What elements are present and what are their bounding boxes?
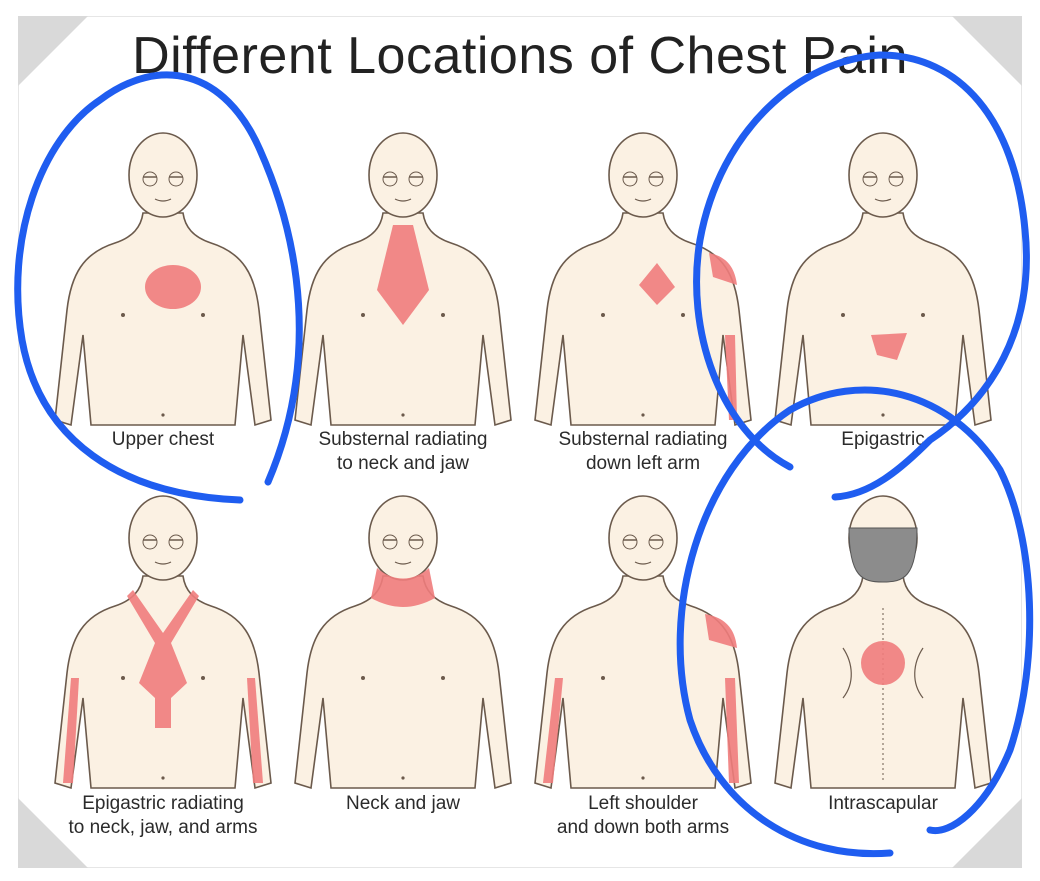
panel-label-shoulder-arms: Left shoulder and down both arms [523, 792, 763, 840]
navel [401, 776, 405, 780]
pain-area-left-arm [725, 335, 737, 420]
mouth [634, 561, 652, 565]
right-lens [648, 534, 664, 550]
panel-label-epigastric: Epigastric [763, 428, 1003, 452]
right-nipple [681, 676, 685, 680]
left-nipple [841, 313, 845, 317]
panel-label-line: to neck, jaw, and arms [68, 817, 258, 838]
panel-label-substernal-neck: Substernal radiating to neck and jaw [283, 428, 523, 476]
pain-area-substernal [639, 263, 675, 305]
left-lens [622, 171, 638, 187]
navel [881, 413, 885, 417]
mouth [394, 561, 412, 565]
mouth [154, 561, 172, 565]
panel-label-intrascapular: Intrascapular [763, 792, 1003, 816]
pain-area-epigastric-neck [127, 590, 199, 728]
head [128, 495, 198, 581]
left-lens [142, 534, 158, 550]
pain-area-left-arm [247, 678, 263, 783]
panel-label-line: Left shoulder [588, 793, 698, 814]
panel-label-line: Epigastric [841, 429, 925, 450]
panel-label-upper-chest: Upper chest [43, 428, 283, 452]
left-lens [382, 534, 398, 550]
left-lens [622, 534, 638, 550]
torso [294, 575, 512, 790]
panel-substernal-neck [294, 132, 512, 427]
pain-area-upper-chest [145, 265, 201, 309]
panel-label-line: Upper chest [111, 429, 215, 450]
left-nipple [601, 676, 605, 680]
right-nipple [201, 313, 205, 317]
panel-label-line: Epigastric radiating [82, 793, 244, 814]
left-nipple [361, 313, 365, 317]
left-nipple [601, 313, 605, 317]
panel-epigastric [774, 132, 992, 427]
torso [534, 575, 752, 790]
right-lens [648, 171, 664, 187]
head [368, 132, 438, 218]
mouth [634, 198, 652, 202]
panel-epigastric-neck-arms [54, 495, 272, 790]
torso [534, 212, 752, 427]
right-lens [168, 534, 184, 550]
navel [401, 413, 405, 417]
head [368, 495, 438, 581]
right-nipple [201, 676, 205, 680]
panel-label-line: down left arm [585, 453, 701, 474]
panel-label-line: Intrascapular [828, 793, 938, 814]
head [848, 132, 918, 218]
panel-label-line: Neck and jaw [345, 793, 461, 814]
panel-label-line: and down both arms [556, 817, 730, 838]
right-lens [408, 534, 424, 550]
left-nipple [361, 676, 365, 680]
panel-neck-jaw [294, 495, 512, 790]
head [608, 132, 678, 218]
left-lens [382, 171, 398, 187]
panel-label-line: Substernal radiating [318, 429, 488, 450]
panel-label-line: to neck and jaw [336, 453, 470, 474]
panel-label-neck-jaw: Neck and jaw [283, 792, 523, 816]
panel-substernal-left-arm [534, 132, 752, 427]
right-nipple [921, 313, 925, 317]
right-nipple [681, 313, 685, 317]
hair [848, 527, 918, 583]
pain-area-neck-jaw [371, 568, 435, 607]
pain-area-intrascapular [861, 641, 905, 685]
panel-label-substernal-left-arm: Substernal radiating down left arm [523, 428, 763, 476]
mouth [394, 198, 412, 202]
panel-intrascapular [774, 495, 992, 790]
navel [641, 776, 645, 780]
right-lens [408, 171, 424, 187]
navel [161, 776, 165, 780]
navel [161, 413, 165, 417]
head [128, 132, 198, 218]
photo-corner-bottom-left [18, 798, 88, 868]
panel-label-epigastric-neck-arms: Epigastric radiating to neck, jaw, and ar… [43, 792, 283, 840]
navel [641, 413, 645, 417]
panel-shoulder-arms [534, 495, 752, 790]
pain-area-right-arm [543, 678, 563, 783]
head [608, 495, 678, 581]
pain-area-right-arm [63, 678, 79, 783]
right-nipple [441, 313, 445, 317]
right-nipple [441, 676, 445, 680]
torso [54, 212, 272, 427]
panel-label-line: Substernal radiating [558, 429, 728, 450]
pain-area-substernal-neck [377, 225, 429, 325]
torso [774, 212, 992, 427]
panel-upper-chest [54, 132, 272, 427]
left-nipple [121, 313, 125, 317]
left-nipple [121, 676, 125, 680]
